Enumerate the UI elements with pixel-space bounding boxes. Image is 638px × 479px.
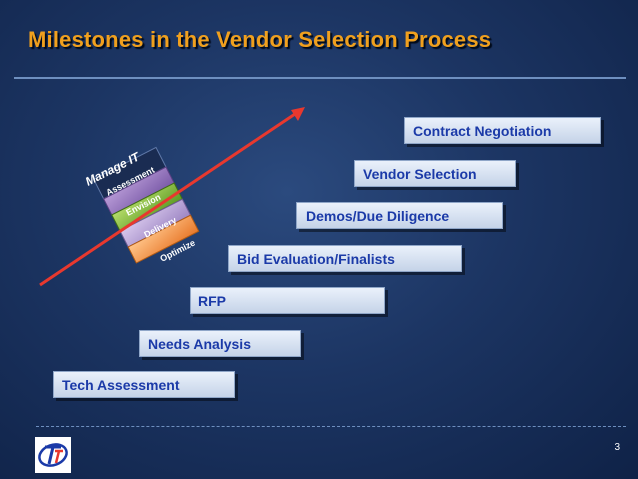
page-number: 3: [600, 442, 620, 453]
footer-divider: [36, 426, 626, 428]
company-logo: [35, 437, 71, 473]
logo-icon: [35, 437, 71, 473]
